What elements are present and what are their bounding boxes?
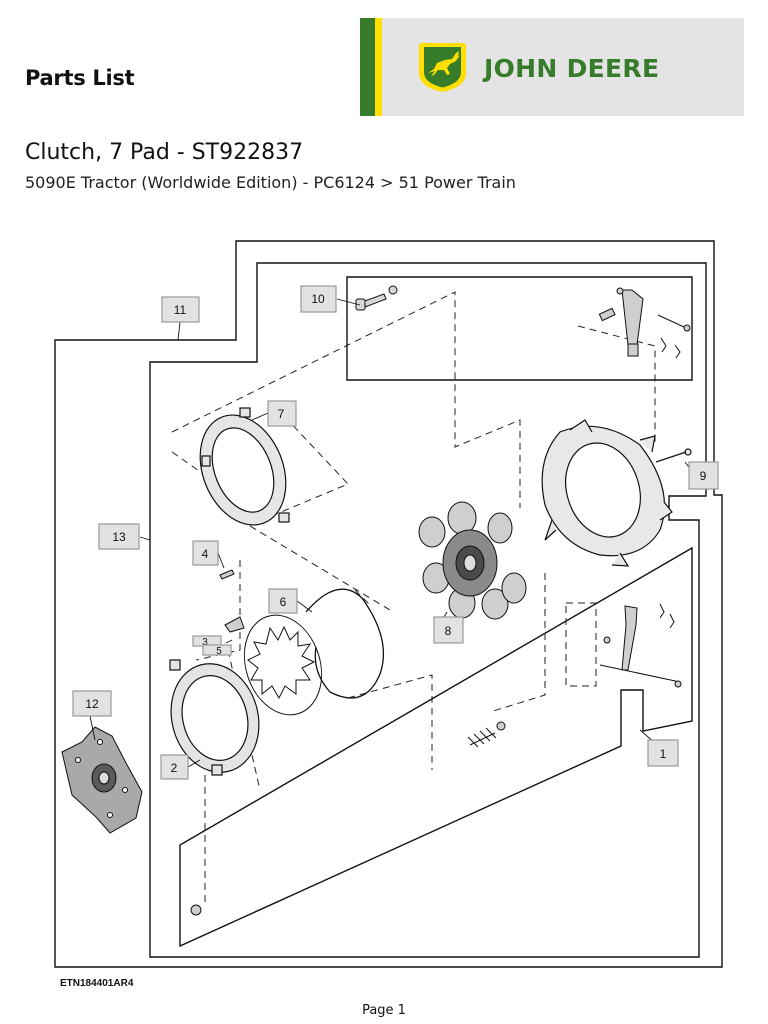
svg-text:10: 10 <box>311 292 325 306</box>
callout-6[interactable]: 6 <box>268 588 298 614</box>
callout-2[interactable]: 2 <box>160 754 189 780</box>
linkage-panel <box>346 276 693 381</box>
illustration-code: ETN184401AR4 <box>60 978 134 989</box>
part-subtitle: 5090E Tractor (Worldwide Edition) - PC61… <box>25 173 516 192</box>
inner-border <box>149 262 707 958</box>
svg-text:6: 6 <box>280 595 287 609</box>
part-8-clutch-disc <box>418 501 527 620</box>
svg-text:3: 3 <box>202 637 208 648</box>
svg-text:5: 5 <box>216 646 222 657</box>
svg-text:7: 7 <box>278 407 285 421</box>
svg-text:4: 4 <box>202 547 209 561</box>
svg-text:8: 8 <box>445 624 452 638</box>
outer-border <box>54 240 723 968</box>
callout-4[interactable]: 4 <box>192 540 219 566</box>
page-number: Page 1 <box>362 1003 406 1018</box>
exploded-parts-diagram: 1 2 3 4 5 6 7 8 9 10 11 12 13 <box>54 240 723 968</box>
part-title: Clutch, 7 Pad - ST922837 <box>25 140 304 165</box>
part-7-ring <box>199 407 290 526</box>
callout-5[interactable]: 5 <box>202 644 232 657</box>
release-panel <box>179 546 693 948</box>
callout-7[interactable]: 7 <box>267 400 297 427</box>
svg-text:2: 2 <box>171 761 178 775</box>
callout-8[interactable]: 8 <box>433 616 464 644</box>
svg-text:1: 1 <box>660 747 667 761</box>
brand-stripe-yellow <box>375 18 382 116</box>
part-12-hub-plate <box>61 726 143 834</box>
svg-text:13: 13 <box>112 530 126 544</box>
svg-text:12: 12 <box>85 697 99 711</box>
part-6-splined-disc <box>243 614 323 721</box>
callout-10[interactable]: 10 <box>300 285 337 313</box>
deer-logo-icon <box>419 43 466 92</box>
brand-banner: JOHN DEERE <box>360 18 744 116</box>
brand-stripe-green <box>360 18 375 116</box>
svg-text:9: 9 <box>700 469 707 483</box>
callout-9[interactable]: 9 <box>688 461 719 490</box>
part-2-pressure-ring <box>169 659 260 776</box>
callout-11[interactable]: 11 <box>161 296 200 323</box>
callout-1[interactable]: 1 <box>647 739 679 767</box>
callout-12[interactable]: 12 <box>72 690 112 717</box>
brand-wordmark: JOHN DEERE <box>484 54 660 83</box>
part-9-pressure-plate <box>541 419 692 567</box>
svg-text:11: 11 <box>174 303 187 317</box>
page-title: Parts List <box>25 66 135 90</box>
callout-13[interactable]: 13 <box>98 523 140 550</box>
